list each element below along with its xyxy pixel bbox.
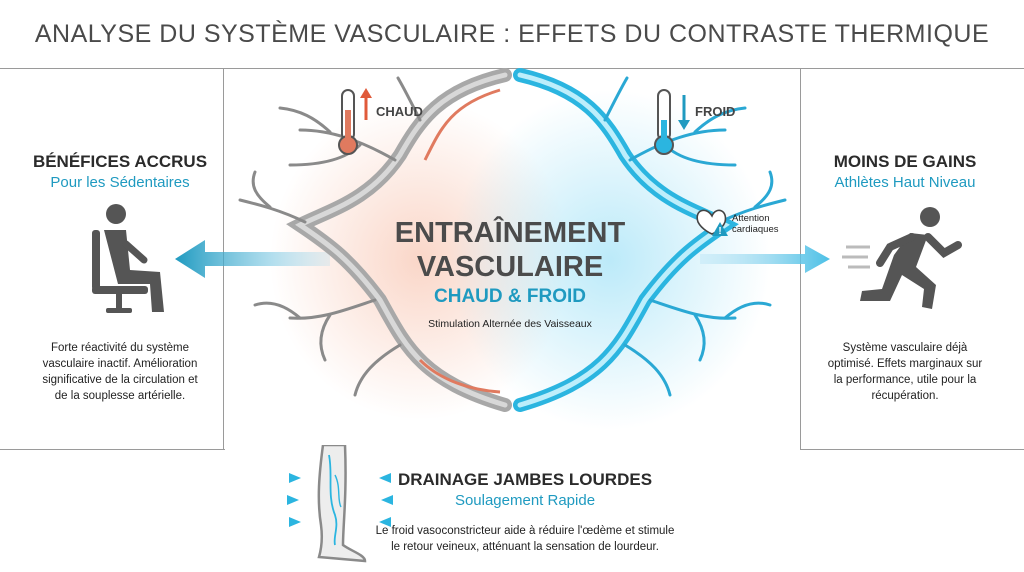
center-subtitle: CHAUD & FROID	[434, 286, 586, 307]
left-arrow	[175, 240, 330, 278]
right-panel-subtitle: Athlètes Haut Niveau	[834, 174, 976, 191]
hot-label: CHAUD	[376, 104, 423, 119]
left-panel-body: Forte réactivité du système vasculaire i…	[42, 342, 198, 402]
heart-warning-icon: !	[696, 209, 728, 237]
bottom-panel-subtitle: Soulagement Rapide	[454, 492, 596, 509]
right-arrow	[700, 245, 830, 273]
right-panel-title: MOINS DE GAINS	[833, 152, 977, 171]
bottom-panel-body: Le froid vasoconstricteur aide à réduire…	[375, 525, 675, 553]
top-divider	[0, 68, 1024, 69]
running-person-icon	[842, 207, 962, 309]
bottom-panel-title: DRAINAGE JAMBES LOURDES	[397, 470, 653, 489]
svg-text:!: !	[718, 226, 721, 237]
leg-icon	[287, 445, 393, 563]
center-caption: Stimulation Alternée des Vaisseaux	[428, 318, 592, 330]
bottom-divider-right	[800, 449, 1024, 450]
seated-person-icon	[92, 204, 164, 313]
center-title: ENTRAÎNEMENT VASCULAIRE	[394, 217, 626, 283]
warning-label: Attention cardiaques	[732, 213, 779, 235]
right-panel-body: Système vasculaire déjà optimisé. Effets…	[827, 342, 983, 402]
bottom-divider-left	[0, 449, 225, 450]
left-panel-title: BÉNÉFICES ACCRUS	[32, 152, 208, 171]
cold-thermometer-icon	[654, 89, 690, 155]
page-title: ANALYSE DU SYSTÈME VASCULAIRE : EFFETS D…	[34, 20, 990, 48]
left-panel-subtitle: Pour les Sédentaires	[50, 174, 190, 191]
hot-thermometer-icon	[338, 88, 372, 155]
cold-label: FROID	[695, 104, 736, 119]
